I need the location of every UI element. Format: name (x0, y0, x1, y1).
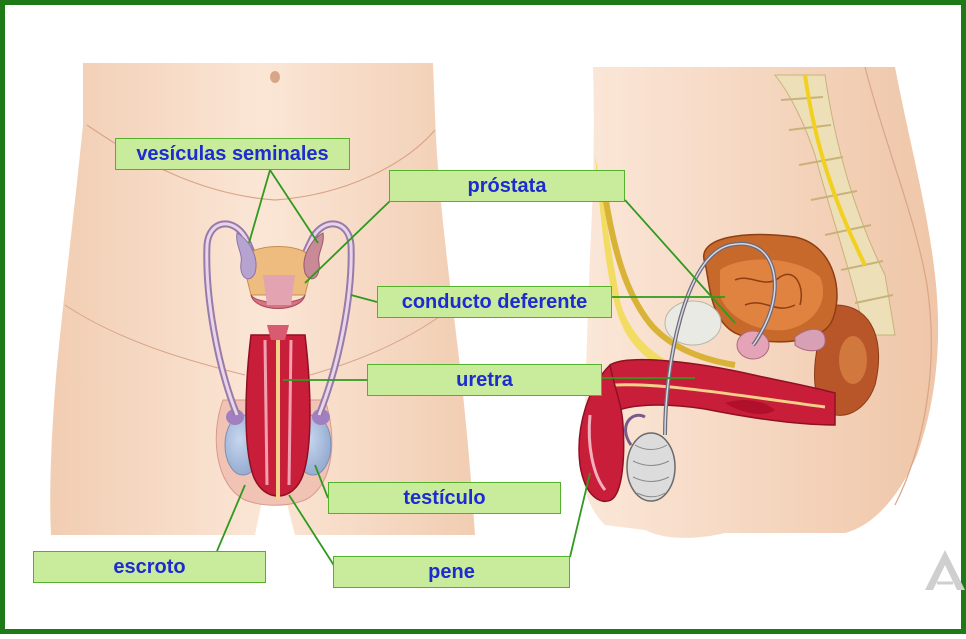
label-uretra: uretra (367, 364, 602, 396)
sagittal-view (579, 67, 938, 538)
anatomy-illustration (5, 5, 966, 639)
label-conducto-deferente: conducto deferente (377, 286, 612, 318)
label-prostata: próstata (389, 170, 625, 202)
label-testiculo: testículo (328, 482, 561, 514)
label-escroto: escroto (33, 551, 266, 583)
label-vesiculas-seminales: vesículas seminales (115, 138, 350, 170)
publisher-logo (925, 550, 965, 590)
label-pene: pene (333, 556, 570, 588)
